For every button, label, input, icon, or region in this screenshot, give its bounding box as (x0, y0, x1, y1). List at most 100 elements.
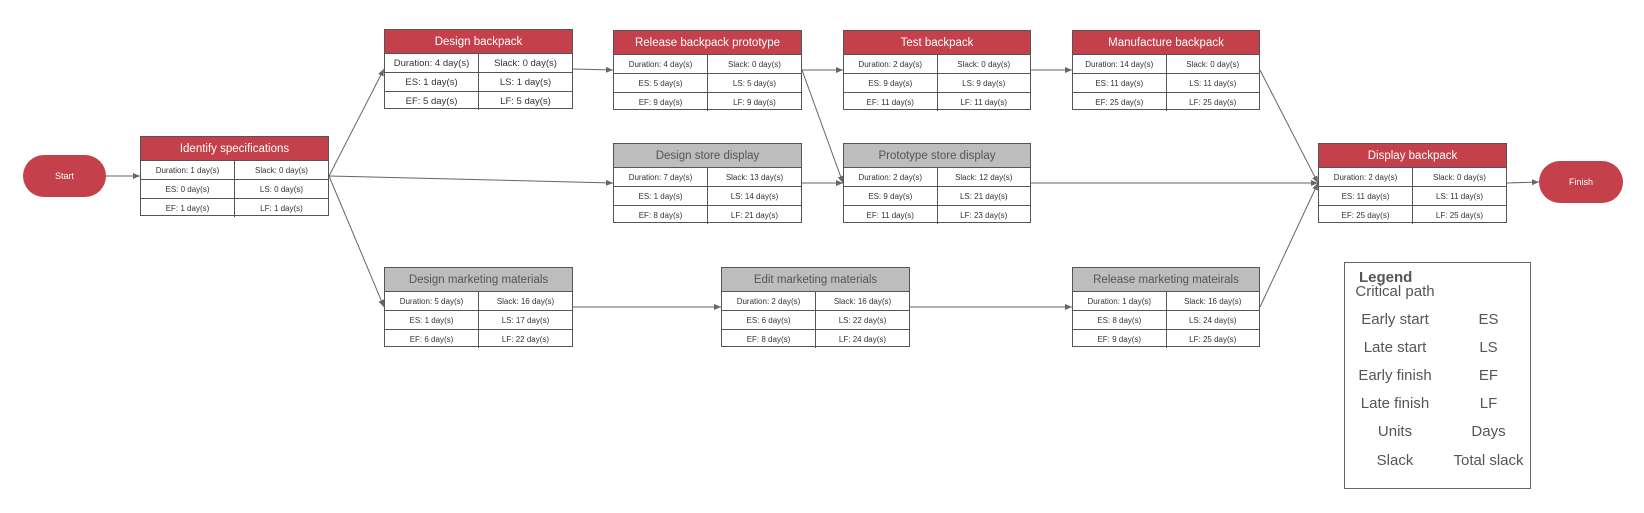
duration-cell: Duration: 2 day(s) (722, 292, 816, 310)
slack-cell: Slack: 16 day(s) (496, 296, 555, 306)
task-row: EF: 11 day(s)LF: 23 day(s) (844, 206, 1030, 224)
legend-meaning: Days (1471, 423, 1506, 440)
duration-cell: Duration: 14 day(s) (1073, 55, 1167, 73)
task-row: ES: 5 day(s)LS: 5 day(s) (614, 74, 801, 93)
task-row: Duration: 2 day(s) Slack: 16 day(s) (722, 292, 909, 311)
task-row: Duration: 2 day(s)Slack: 12 day(s) (844, 168, 1030, 187)
task-row: EF: 6 day(s)LF: 22 day(s) (385, 330, 572, 348)
early-start-cell: ES: 11 day(s) (1319, 187, 1413, 205)
duration-cell: Duration: 5 day(s) (385, 292, 479, 310)
early-finish-cell: EF: 9 day(s) (1073, 330, 1167, 348)
duration-cell: Duration: 4 day(s) (385, 54, 479, 72)
task-row: ES: 11 day(s) LS: 11 day(s) (1319, 187, 1506, 206)
slack-cell: Slack: 13 day(s) (725, 172, 784, 182)
legend-meaning: LF (1479, 395, 1498, 412)
task-row: ES: 1 day(s)LS: 14 day(s) (614, 187, 801, 206)
finish-terminal: Finish (1539, 161, 1623, 203)
legend-term: Critical path (1355, 283, 1435, 300)
task-row: Duration: 14 day(s) Slack: 0 day(s) (1073, 55, 1259, 74)
task-title: Test backpack (844, 31, 1030, 55)
legend-row: Late start LS (1345, 339, 1532, 363)
task-row: Duration: 2 day(s) Slack: 0 day(s) (844, 55, 1030, 74)
task-row: Duration: 2 day(s) Slack: 0 day(s) (1319, 168, 1506, 187)
late-start-cell: LS: 9 day(s) (962, 78, 1006, 88)
task-row: ES: 11 day(s) LS: 11 day(s) (1073, 74, 1259, 93)
task-title: Identify specifications (141, 137, 328, 161)
duration-cell: Duration: 7 day(s) (614, 168, 708, 186)
early-finish-cell: EF: 6 day(s) (385, 330, 479, 348)
late-start-cell: LS: 11 day(s) (1436, 191, 1483, 201)
late-finish-cell: LF: 21 day(s) (730, 210, 779, 220)
duration-cell: Duration: 4 day(s) (614, 55, 708, 73)
legend-row: Critical path (1345, 283, 1532, 307)
slack-cell: Slack: 0 day(s) (728, 59, 781, 69)
start-label: Start (54, 171, 74, 181)
late-start-cell: LS: 24 day(s) (1188, 315, 1237, 325)
early-start-cell: ES: 0 day(s) (141, 180, 235, 198)
task-row: Duration: 1 day(s)Slack: 0 day(s) (141, 161, 328, 180)
slack-cell: Slack: 0 day(s) (1186, 59, 1240, 69)
task-row: EF: 25 day(s) LF: 25 day(s) (1319, 206, 1506, 224)
task-title: Prototype store display (844, 144, 1030, 168)
early-finish-cell: EF: 25 day(s) (1073, 93, 1167, 111)
late-finish-cell: LF: 1 day(s) (260, 203, 303, 213)
task-row: ES: 8 day(s)LS: 24 day(s) (1073, 311, 1259, 330)
task-row: Duration: 4 day(s)Slack: 0 day(s) (385, 54, 572, 73)
task-title: Design marketing materials (385, 268, 572, 292)
dependency-arrow (1259, 182, 1319, 308)
task-row: EF: 9 day(s)LF: 25 day(s) (1073, 330, 1259, 348)
early-start-cell: ES: 11 day(s) (1073, 74, 1167, 92)
dependency-arrow (1506, 179, 1540, 186)
late-start-cell: LS: 11 day(s) (1189, 78, 1237, 88)
early-start-cell: ES: 6 day(s) (722, 311, 816, 329)
dependency-arrow (1259, 69, 1319, 184)
legend-meaning: LS (1479, 339, 1498, 356)
legend-term: Early start (1361, 311, 1429, 328)
early-start-cell: ES: 1 day(s) (385, 311, 479, 329)
late-finish-cell: LF: 11 day(s) (960, 97, 1008, 107)
early-finish-cell: EF: 9 day(s) (614, 93, 708, 111)
late-finish-cell: LF: 25 day(s) (1435, 210, 1484, 220)
task-row: ES: 0 day(s)LS: 0 day(s) (141, 180, 328, 199)
duration-cell: Duration: 2 day(s) (1319, 168, 1413, 186)
task-row: Duration: 4 day(s) Slack: 0 day(s) (614, 55, 801, 74)
legend-term: Slack (1376, 452, 1414, 469)
finish-label: Finish (1568, 177, 1593, 187)
slack-cell: Slack: 0 day(s) (1433, 172, 1486, 182)
task-row: ES: 9 day(s)LS: 21 day(s) (844, 187, 1030, 206)
legend-term: Early finish (1358, 367, 1432, 384)
early-finish-cell: EF: 11 day(s) (844, 93, 938, 111)
legend-title: Legend (1359, 269, 1413, 286)
slack-cell: Slack: 0 day(s) (957, 59, 1011, 69)
early-finish-cell: EF: 25 day(s) (1319, 206, 1413, 224)
slack-cell: Slack: 16 day(s) (1184, 296, 1242, 306)
early-finish-cell: EF: 5 day(s) (385, 92, 479, 110)
early-finish-cell: EF: 8 day(s) (722, 330, 816, 348)
task-row: EF: 8 day(s)LF: 21 day(s) (614, 206, 801, 224)
slack-cell: Slack: 16 day(s) (833, 296, 892, 306)
early-start-cell: ES: 1 day(s) (614, 187, 708, 205)
duration-cell: Duration: 2 day(s) (844, 55, 938, 73)
early-finish-cell: EF: 11 day(s) (844, 206, 938, 224)
duration-cell: Duration: 1 day(s) (1073, 292, 1167, 310)
late-start-cell: LS: 21 day(s) (959, 191, 1008, 201)
legend-term: Late start (1363, 339, 1427, 356)
dependency-arrow (801, 69, 844, 184)
late-finish-cell: LF: 25 day(s) (1189, 97, 1237, 107)
task-row: Duration: 5 day(s) Slack: 16 day(s) (385, 292, 572, 311)
